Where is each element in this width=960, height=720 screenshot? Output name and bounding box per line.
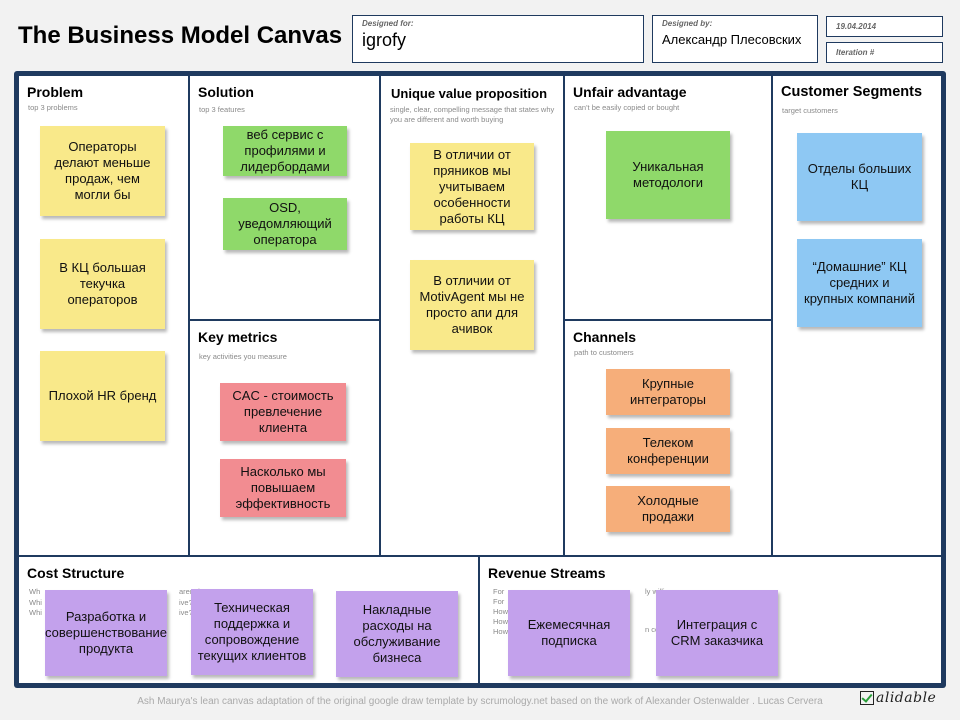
unfair-advantage-subtitle: can't be easily copied or bought bbox=[574, 103, 680, 112]
key-metrics-title: Key metrics bbox=[198, 329, 278, 345]
cost-structure-hint: Wh bbox=[29, 587, 41, 596]
channels-note[interactable]: Холодные продажи bbox=[606, 486, 730, 532]
cost-structure-hint: Whi bbox=[29, 598, 42, 607]
problem-note[interactable]: В КЦ большая текучка операторов bbox=[40, 239, 165, 329]
cost-structure-hint: Whi bbox=[29, 608, 42, 617]
uvp-title: Unique value proposition bbox=[391, 86, 548, 101]
designed-for-box[interactable]: Designed for: igrofy bbox=[352, 15, 644, 63]
revenue-streams-hint: How bbox=[493, 627, 509, 636]
logo-text: alidable bbox=[876, 690, 937, 706]
problem-title: Problem bbox=[27, 84, 84, 100]
solution-title: Solution bbox=[198, 84, 254, 100]
customer-segments-section: Customer Segments target customers Отдел… bbox=[773, 76, 941, 555]
solution-note[interactable]: OSD, уведомляющий оператора bbox=[223, 198, 347, 250]
lean-canvas-board: Problem top 3 problems Операторы делают … bbox=[14, 71, 946, 688]
key-metrics-note[interactable]: CAC - стоимость превлечение клиента bbox=[220, 383, 346, 441]
iteration-label: Iteration # bbox=[836, 48, 875, 57]
cost-structure-hint: ive? bbox=[179, 608, 193, 617]
revenue-streams-title: Revenue Streams bbox=[488, 565, 606, 581]
key-metrics-note[interactable]: Насколько мы повышаем эффективность bbox=[220, 459, 346, 517]
validable-logo[interactable]: alidable bbox=[860, 690, 936, 706]
problem-note[interactable]: Плохой HR бренд bbox=[40, 351, 165, 441]
key-metrics-subtitle: key activities you measure bbox=[199, 352, 287, 361]
customer-segments-title: Customer Segments bbox=[781, 84, 923, 100]
revenue-streams-note[interactable]: Интеграция с CRM заказчика bbox=[656, 590, 778, 676]
problem-note[interactable]: Операторы делают меньше продаж, чем могл… bbox=[40, 126, 165, 216]
iteration-box[interactable]: Iteration # bbox=[826, 42, 943, 63]
uvp-section: Unique value proposition single, clear, … bbox=[381, 76, 563, 555]
channels-note[interactable]: Крупные интеграторы bbox=[606, 369, 730, 415]
cost-structure-hint: ive? bbox=[179, 598, 193, 607]
unfair-advantage-title: Unfair advantage bbox=[573, 84, 687, 100]
solution-subtitle: top 3 features bbox=[199, 105, 245, 114]
problem-section: Problem top 3 problems Операторы делают … bbox=[19, 76, 188, 555]
designed-by-value[interactable]: Александр Плесовских bbox=[662, 32, 802, 47]
page-title: The Business Model Canvas bbox=[18, 22, 343, 49]
customer-segments-note[interactable]: “Домашние” КЦ средних и крупных компаний bbox=[797, 239, 922, 327]
designed-by-label: Designed by: bbox=[662, 19, 713, 28]
footer-credit: Ash Maurya's lean canvas adaptation of t… bbox=[137, 696, 823, 707]
channels-title: Channels bbox=[573, 329, 637, 345]
designed-for-value[interactable]: igrofy bbox=[362, 30, 407, 50]
customer-segments-subtitle: target customers bbox=[782, 106, 838, 115]
cost-structure-title: Cost Structure bbox=[27, 565, 125, 581]
uvp-subtitle: single, clear, compelling message that s… bbox=[390, 105, 555, 124]
revenue-streams-hint: For bbox=[493, 587, 505, 596]
uvp-note[interactable]: В отличии от пряников мы учитываем особе… bbox=[410, 143, 534, 230]
cost-structure-note[interactable]: Накладные расходы на обслуживание бизнес… bbox=[336, 591, 458, 677]
date-box[interactable]: 19.04.2014 bbox=[826, 16, 943, 37]
checkbox-icon bbox=[860, 691, 874, 705]
date-value: 19.04.2014 bbox=[836, 22, 877, 31]
revenue-streams-hint: How bbox=[493, 617, 509, 626]
solution-note[interactable]: веб сервис с профилями и лидербордами bbox=[223, 126, 347, 176]
unfair-advantage-note[interactable]: Уникальная методологи bbox=[606, 131, 730, 219]
revenue-streams-note[interactable]: Ежемесячная подписка bbox=[508, 590, 630, 676]
channels-note[interactable]: Телеком конференции bbox=[606, 428, 730, 474]
key-metrics-section: Key metrics key activities you measure C… bbox=[190, 321, 379, 555]
unfair-advantage-section: Unfair advantage can't be easily copied … bbox=[565, 76, 771, 319]
revenue-streams-hint: For bbox=[493, 597, 505, 606]
uvp-note[interactable]: В отличии от MotivAgent мы не просто апи… bbox=[410, 260, 534, 350]
customer-segments-note[interactable]: Отделы больших КЦ bbox=[797, 133, 922, 221]
designed-for-label: Designed for: bbox=[362, 19, 414, 28]
problem-subtitle: top 3 problems bbox=[28, 103, 78, 112]
cost-structure-note[interactable]: Разработка и совершенствование продукта bbox=[45, 590, 167, 676]
channels-section: Channels path to customers Крупные интег… bbox=[565, 321, 771, 555]
revenue-streams-hint: How bbox=[493, 607, 509, 616]
solution-section: Solution top 3 features веб сервис с про… bbox=[190, 76, 379, 319]
cost-structure-section: Cost Structure Wh Whi Whi arent in ive? … bbox=[19, 557, 478, 683]
cost-structure-note[interactable]: Техническая поддержка и сопровождение те… bbox=[191, 589, 313, 675]
designed-by-box[interactable]: Designed by: Александр Плесовских bbox=[652, 15, 818, 63]
revenue-streams-section: Revenue Streams For For How How How ly w… bbox=[480, 557, 941, 683]
channels-subtitle: path to customers bbox=[574, 348, 634, 357]
